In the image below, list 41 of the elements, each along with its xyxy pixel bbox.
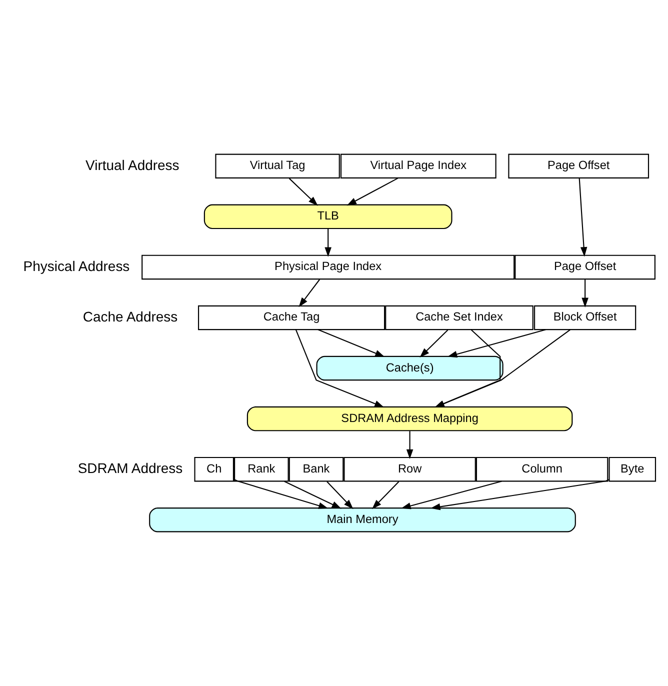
arrow [284,480,342,509]
node-box: Rank [234,456,289,482]
arrow [434,330,501,408]
node-box: Page Offset [514,254,656,280]
label: Physical Address [23,258,130,274]
node-box: Physical Page Index [142,254,515,280]
node-box: Cache Set Index [385,305,534,330]
node-box: Bank [288,456,344,482]
arrow [326,481,354,510]
node-box: Virtual Page Index [340,154,496,178]
arrow [288,178,318,206]
node-box: Column [476,456,608,482]
arrow [447,329,546,358]
arrow [430,479,610,510]
arrow [420,330,448,358]
arrow [295,330,384,408]
arrow [372,481,400,510]
arrow [324,228,332,257]
node-box: Cache Tag [198,305,386,330]
arrow [434,329,570,408]
node-box: Virtual Tag [215,154,340,178]
node-box: Cache(s) [316,356,504,381]
node-box: Row [344,456,476,482]
arrow [318,329,385,357]
node-box: TLB [204,204,452,230]
node-box: Main Memory [149,508,576,532]
label: Cache Address [82,308,178,324]
node-box: Block Offset [534,305,636,330]
node-box: SDRAM Address Mapping [246,406,573,432]
label: SDRAM Address [78,460,183,476]
node-box: Byte [608,456,656,482]
arrow [406,431,414,460]
node-box: Page Offset [508,154,650,178]
arrow [578,178,588,257]
arrow [346,178,398,206]
node-box: Ch [194,456,234,482]
label: Virtual Address [86,156,180,173]
arrow [233,478,328,509]
arrow [582,280,588,308]
arrow [401,480,502,510]
arrow [298,279,320,308]
